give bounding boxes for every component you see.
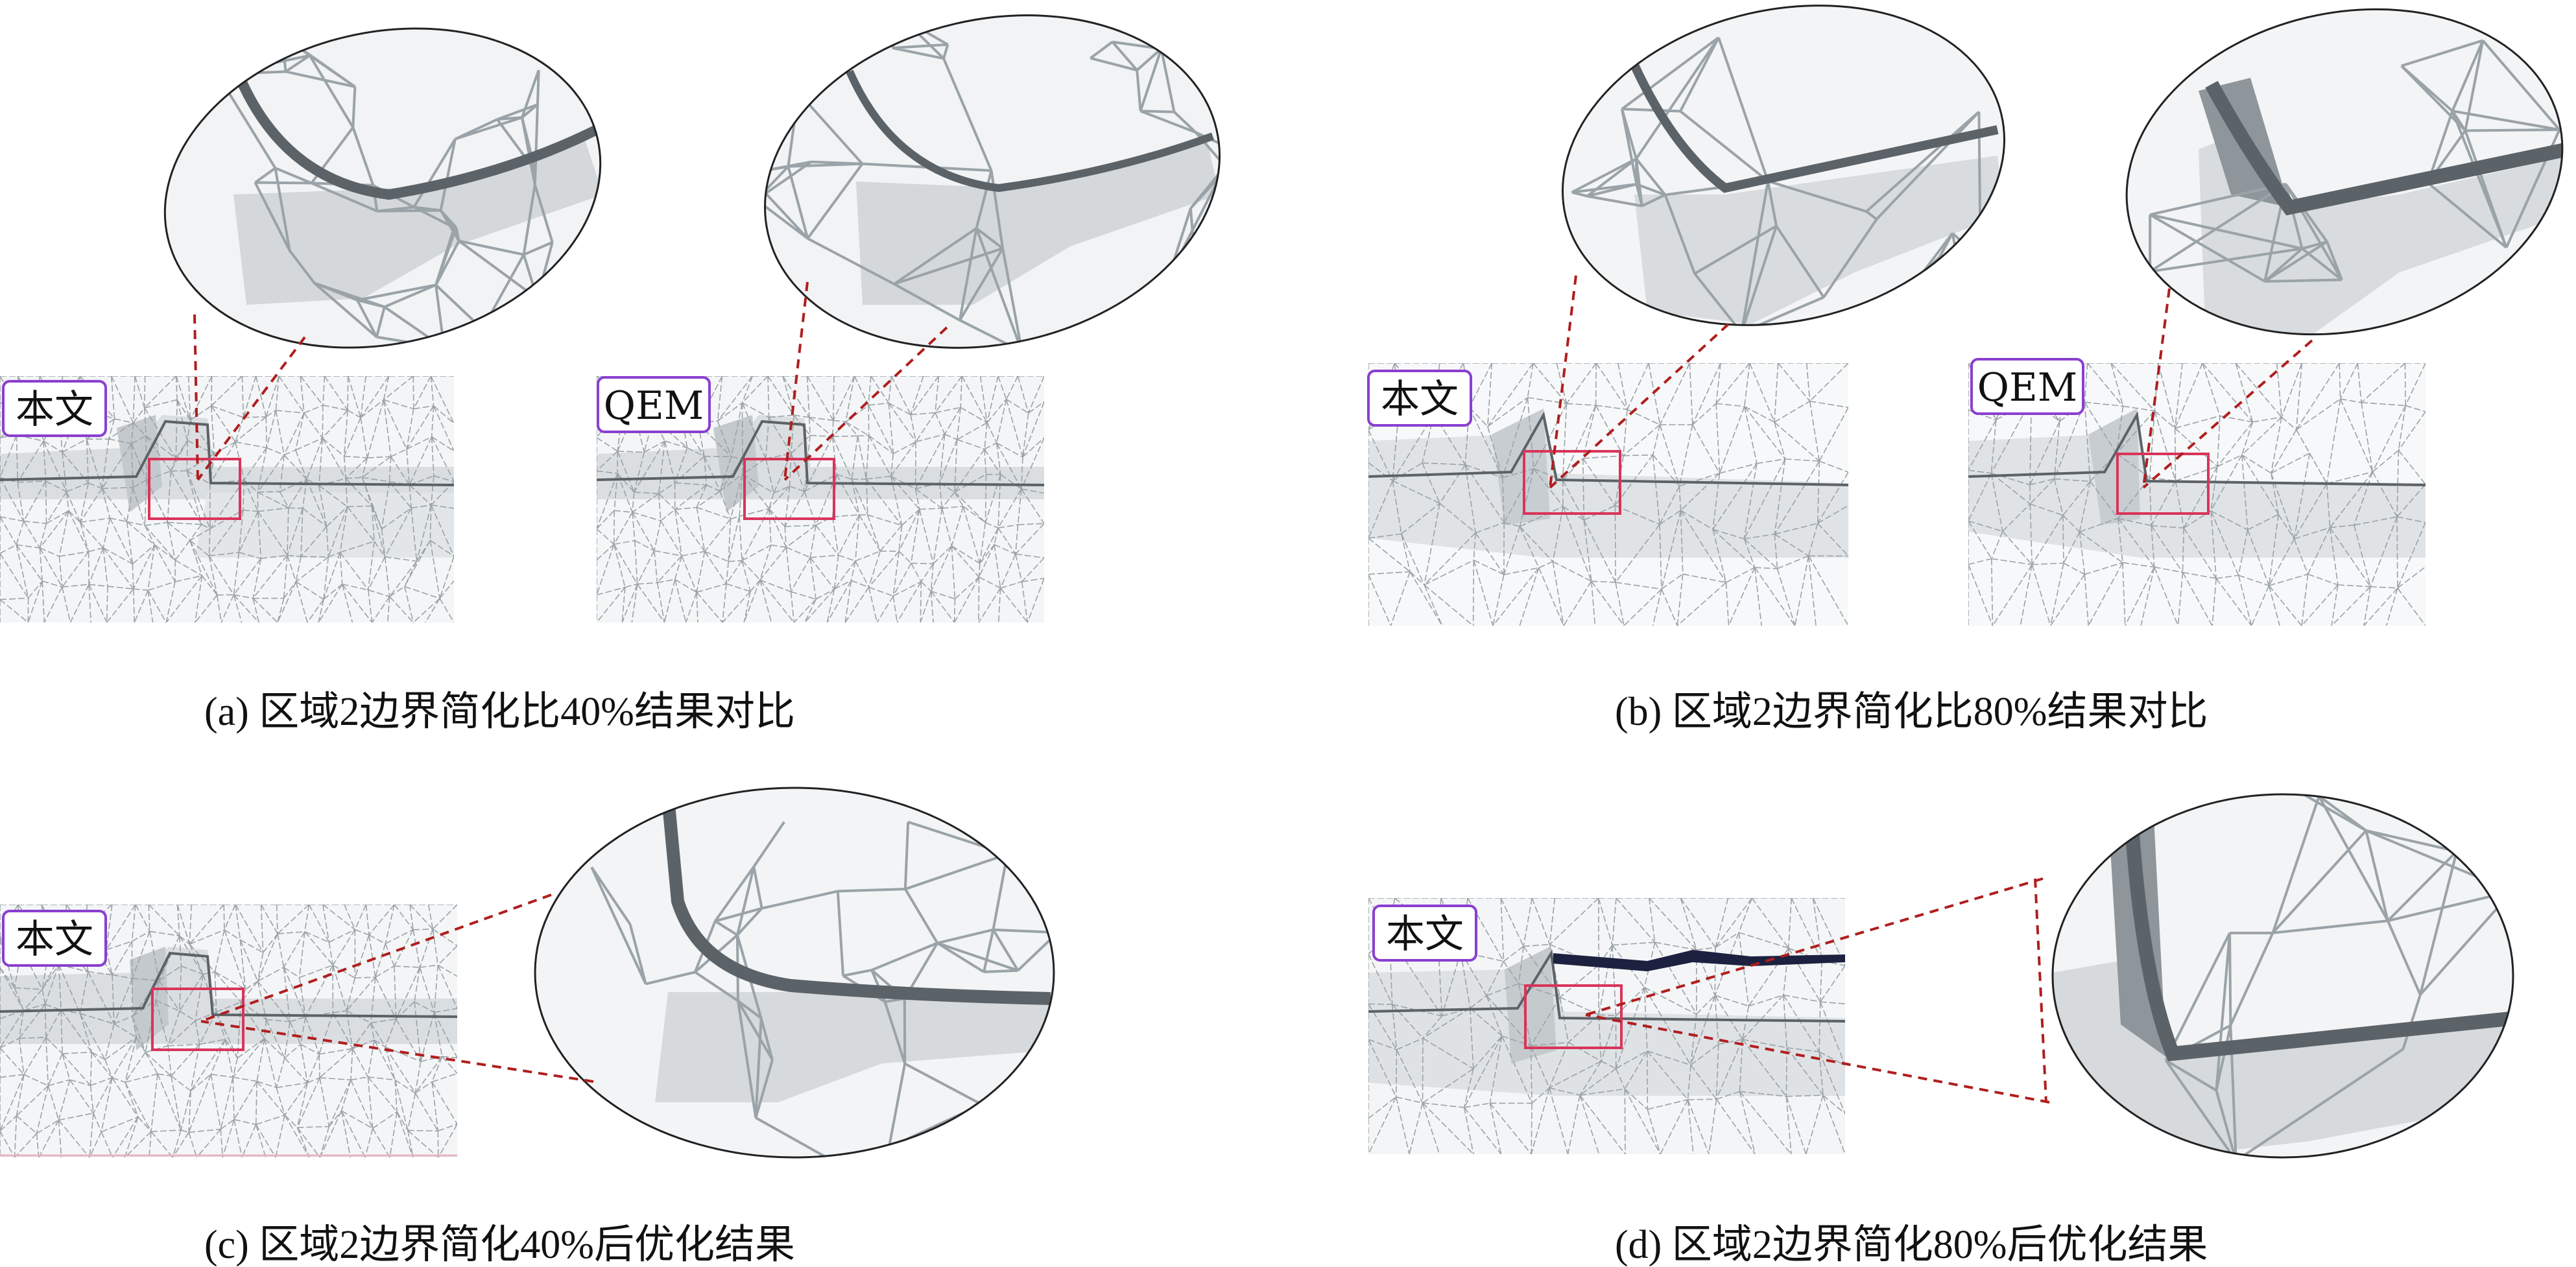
- panel-b-highlight-box-2: [2116, 453, 2210, 515]
- panel-a-highlight-box-2: [743, 458, 835, 520]
- panel-a-leader-line-1b: [197, 336, 306, 481]
- panel-c: 本文 (c) 区域2边界简化40%后优化结果: [0, 787, 1055, 1267]
- panel-d-zoom-ellipse-1: [2051, 793, 2514, 1159]
- panel-d-leader-line-a: [1585, 877, 2044, 1016]
- panel-b-leader-line-1a: [1549, 275, 1577, 488]
- panel-b-zoom-ellipse-1: [1562, 5, 2005, 334]
- panel-a-tag-2: QEM: [597, 376, 711, 433]
- panel-a-leader-line-2a: [783, 281, 809, 480]
- panel-a-zoom-ellipse-1: [163, 27, 603, 349]
- panel-b-leader-line-2a: [2142, 288, 2171, 488]
- panel-d-tag-1-text: 本文: [1386, 912, 1464, 957]
- panel-a-mesh-image-2-content: [597, 376, 1044, 622]
- panel-c-mesh-image-1: 本文: [0, 905, 457, 1157]
- panel-a-caption: (a) 区域2边界简化比40%结果对比: [204, 690, 795, 734]
- panel-d-mesh-image-1-content: [1368, 898, 1845, 1154]
- panel-d-mesh-image-1: 本文: [1368, 898, 1845, 1154]
- mesh-edges: [0, 905, 457, 1157]
- panel-a-zoom-ellipse-2: [746, 14, 1242, 353]
- panel-a-highlight-box-1: [148, 458, 241, 520]
- panel-d: 本文 (d) 区域2边界简化80%后优化结果: [1368, 793, 2514, 1267]
- panel-b-zoom-2-lines: [2149, 39, 2561, 283]
- panel-d-tag-1: 本文: [1372, 905, 1477, 962]
- panel-d-caption: (d) 区域2边界简化80%后优化结果: [1615, 1223, 2208, 1267]
- panel-a-tag-1-text: 本文: [16, 387, 93, 432]
- panel-b-mesh-1-lines: [1368, 363, 1848, 626]
- panel-c-tag-1: 本文: [2, 910, 107, 967]
- panel-a-mesh-image-1-content: [0, 376, 454, 622]
- panel-a: 本文 QE: [0, 14, 1242, 734]
- panel-a-tag-1: 本文: [2, 380, 107, 437]
- panel-d-leader-line-b: [1585, 1013, 2050, 1104]
- mesh-edges: [1368, 363, 1848, 626]
- panel-c-highlight-box-1: [151, 988, 244, 1051]
- mesh-edges: [1368, 898, 1845, 1154]
- panel-c-leader-line-b: [200, 1020, 594, 1083]
- panel-b-tag-1-text: 本文: [1381, 377, 1459, 422]
- panel-b-mesh-image-2: QEM: [1968, 358, 2426, 626]
- panel-d-mesh-1-lines: [1368, 898, 1845, 1154]
- panel-a-mesh-1-lines: [0, 376, 454, 622]
- panel-d-leader-line-c: [2034, 878, 2047, 1103]
- panel-c-mesh-1-lines: [0, 905, 457, 1157]
- panel-b-mesh-2-lines: [1968, 363, 2426, 626]
- panel-c-caption: (c) 区域2边界简化40%后优化结果: [204, 1223, 795, 1267]
- panel-a-mesh-image-2: QEM: [597, 376, 1044, 622]
- panel-b-caption: (b) 区域2边界简化比80%结果对比: [1615, 690, 2208, 734]
- panel-b-leader-line-2b: [2142, 339, 2313, 489]
- panel-c-tag-1-text: 本文: [16, 917, 93, 962]
- zoom-mesh-edges: [2149, 39, 2561, 283]
- panel-a-leader-line-1a: [193, 314, 199, 480]
- mesh-edges: [0, 376, 454, 622]
- panel-d-highlight-box-1: [1524, 984, 1623, 1049]
- panel-b-zoom-ellipse-2: [2125, 8, 2570, 337]
- panel-c-mesh-image-1-content: [0, 905, 457, 1157]
- panel-a-tag-2-text: QEM: [604, 383, 704, 429]
- panel-b-mesh-image-1: 本文: [1367, 363, 1848, 626]
- panel-b: 本文 QEM: [1367, 5, 2570, 734]
- panel-c-zoom-ellipse-1: [534, 787, 1055, 1159]
- panel-b-tag-2-text: QEM: [1977, 365, 2077, 410]
- mesh-edges: [1968, 363, 2426, 626]
- panel-b-tag-2: QEM: [1970, 358, 2084, 415]
- panel-a-leader-line-2b: [783, 326, 948, 481]
- panel-a-mesh-image-1: 本文: [0, 376, 454, 622]
- panel-b-highlight-box-1: [1523, 450, 1621, 515]
- panel-b-tag-1: 本文: [1367, 370, 1472, 427]
